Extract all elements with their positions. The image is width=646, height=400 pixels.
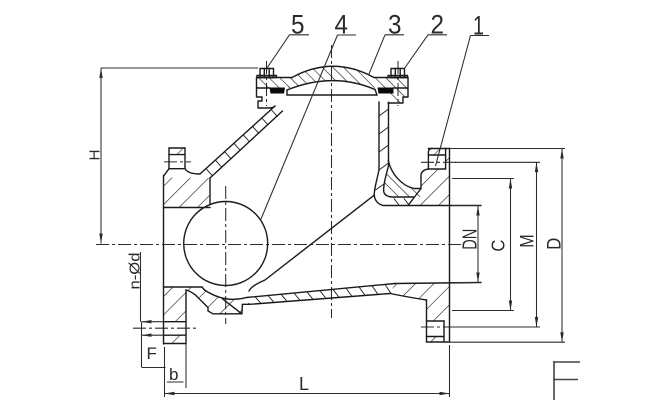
svg-text:1: 1 [473,11,484,41]
svg-text:F: F [147,344,157,363]
svg-text:L: L [299,374,309,394]
svg-text:4: 4 [335,10,349,40]
svg-text:C: C [489,240,509,252]
svg-text:M: M [518,234,539,248]
svg-text:5: 5 [291,10,305,40]
svg-text:2: 2 [431,10,445,40]
svg-text:D: D [545,238,566,250]
svg-text:DN: DN [460,229,482,250]
svg-text:n-Ød: n-Ød [127,253,144,290]
svg-text:3: 3 [388,10,402,40]
svg-text:H: H [87,150,104,161]
svg-text:b: b [169,365,178,384]
